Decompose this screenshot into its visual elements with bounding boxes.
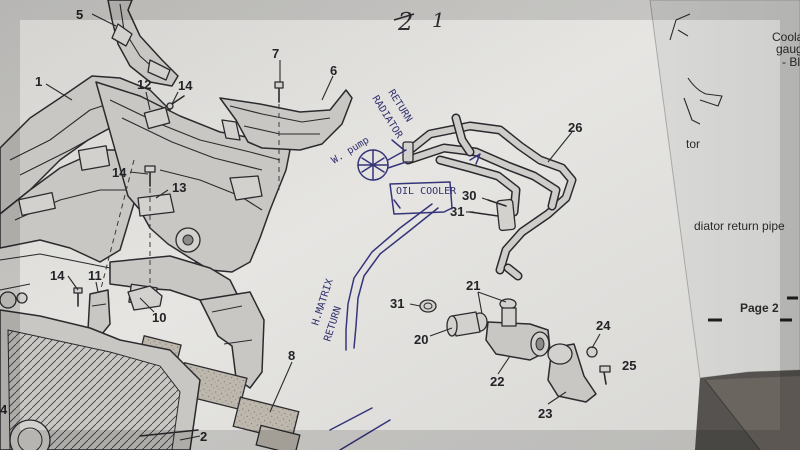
callout-22: 22	[490, 374, 504, 389]
callout-14-top: 14	[178, 78, 193, 93]
bracket-part10	[127, 285, 163, 311]
valve-part22	[485, 307, 551, 361]
callout-10: 10	[152, 310, 166, 325]
callout-30: 30	[462, 188, 476, 203]
corner-mark-alt: 1	[432, 8, 445, 32]
page2-sheet: Coolar gaug - Bl tor diator return pipe …	[649, 0, 800, 450]
page2-text-line2: gaug	[776, 42, 800, 56]
callout-11: 11	[88, 268, 102, 283]
callout-8: 8	[288, 348, 295, 363]
callout-25: 25	[622, 358, 636, 373]
note-oil-cooler: OIL COOLER	[396, 186, 457, 197]
callout-7: 7	[272, 46, 279, 61]
water-pump-sketch	[357, 149, 407, 181]
ink-arrow-return	[391, 139, 405, 151]
callout-21: 21	[466, 278, 480, 293]
oil-cooler-sketch	[389, 181, 453, 215]
ink-stroke-a	[329, 407, 373, 431]
page2-side-label: tor	[686, 137, 700, 151]
callout-4: 4	[0, 402, 8, 417]
clip-part31-upper	[469, 211, 499, 217]
clamp-part31-lower	[419, 299, 437, 313]
bracket-part23	[547, 343, 597, 403]
callout-20: 20	[414, 332, 428, 347]
callout-26: 26	[568, 120, 582, 135]
callout-24: 24	[596, 318, 611, 333]
callout-6: 6	[330, 63, 337, 78]
nut-part24	[586, 346, 598, 358]
page2-text-line1: Coolar	[772, 30, 800, 44]
callout-13: 13	[172, 180, 186, 195]
page2-small-drawing	[669, 13, 723, 125]
callout-31-lower: 31	[390, 296, 404, 311]
hose-part20	[446, 311, 481, 337]
callout-23: 23	[538, 406, 552, 421]
callout-1: 1	[35, 74, 42, 89]
page2-text-line3: - Bl	[782, 55, 800, 69]
page2-page-label: Page 2	[740, 301, 779, 315]
callout-numbers: 5 7 6 1 12 14 14 13 14 11 10 8 2 4 26 30…	[0, 7, 636, 444]
corner-mark: 2 1	[393, 8, 445, 36]
bracket-part11	[87, 289, 111, 335]
callout-14-low: 14	[50, 268, 65, 283]
radiator-part2	[0, 309, 201, 450]
heater-matrix-hose-sketch	[345, 203, 439, 351]
bolt-part25	[599, 365, 611, 385]
screw-part7	[274, 81, 284, 192]
upper-bracket-part5	[107, 0, 179, 87]
bracket-part6	[219, 89, 353, 151]
page2-dash-marks	[708, 296, 798, 322]
ink-stroke-b	[339, 419, 391, 450]
callout-leaders	[45, 13, 601, 441]
callout-14-mid: 14	[112, 165, 127, 180]
callout-2: 2	[200, 429, 207, 444]
grille-shroud	[95, 81, 291, 273]
callout-31-upper: 31	[450, 204, 464, 219]
page2-radiator-text: diator return pipe	[694, 219, 785, 233]
ink-tick	[469, 153, 481, 165]
hose-assembly-part26	[402, 113, 577, 281]
callout-12: 12	[137, 77, 151, 92]
callout-5: 5	[76, 7, 83, 22]
